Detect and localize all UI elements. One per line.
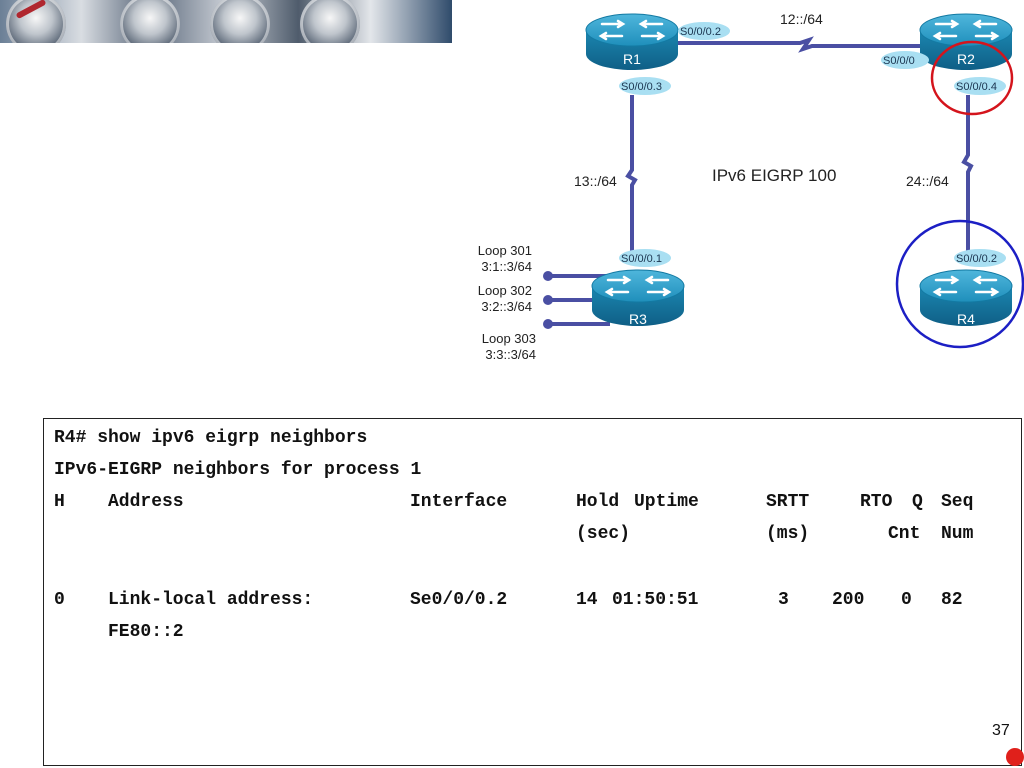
r4-interface-s0002: S0/0/0.2 [956, 253, 997, 265]
router-r4-label: R4 [957, 311, 975, 327]
banner-disc [210, 0, 270, 43]
highlight-r2-interface [930, 40, 1014, 116]
interface-badges [619, 22, 1006, 267]
col-header-cnt: Cnt [888, 524, 921, 544]
link-label-r2-r4: 24::/64 [906, 173, 949, 189]
header-banner-image [0, 0, 452, 43]
router-r2-label: R2 [957, 51, 975, 67]
col-header-hold: Hold [576, 492, 620, 512]
banner-disc [300, 0, 360, 43]
col-header-address: Address [108, 492, 184, 512]
r2-interface-s000: S0/0/0 [883, 55, 915, 67]
link-label-r1-r2: 12::/64 [780, 11, 823, 27]
cli-process-line: IPv6-EIGRP neighbors for process 1 [54, 460, 422, 480]
col-header-interface: Interface [410, 492, 508, 512]
highlight-r4-router [895, 219, 1024, 349]
row-q: 0 [901, 590, 912, 610]
banner-disc [120, 0, 180, 43]
col-header-q: Q [912, 492, 923, 512]
row-seq: 82 [941, 590, 963, 610]
loopback-303-address: 3:3::3/64 [485, 347, 536, 362]
link-r1-r2 [676, 36, 920, 53]
r2-interface-s0004: S0/0/0.4 [956, 81, 997, 93]
loopback-lines [548, 274, 610, 326]
col-header-uptime: Uptime [634, 492, 699, 512]
col-header-rto: RTO [860, 492, 893, 512]
cli-command: R4# show ipv6 eigrp neighbors [54, 428, 368, 448]
r1-interface-s0003: S0/0/0.3 [621, 81, 662, 93]
col-header-sec: (sec) [576, 524, 631, 544]
network-topology-diagram: R1 R2 R3 R4 S0/0/0.2 S0/0/0.3 S0/0/0 S0/… [478, 11, 1024, 362]
loopback-301-name: Loop 301 [478, 243, 532, 258]
row-uptime: 01:50:51 [612, 590, 699, 610]
eigrp-process-title: IPv6 EIGRP 100 [712, 166, 836, 185]
row-hold: 14 [576, 590, 598, 610]
router-r3-label: R3 [629, 311, 647, 327]
loopback-endpoint [543, 271, 553, 281]
page-number: 37 [992, 722, 1010, 739]
slide-marker-dot [1006, 748, 1024, 766]
row-h: 0 [54, 590, 65, 610]
loopback-302-name: Loop 302 [478, 283, 532, 298]
link-label-r1-r3: 13::/64 [574, 173, 617, 189]
r1-interface-s0002: S0/0/0.2 [680, 26, 721, 38]
col-header-ms: (ms) [766, 524, 810, 544]
link-r1-r3 [625, 95, 638, 258]
loopback-endpoint [543, 295, 553, 305]
row-rto: 200 [832, 590, 865, 610]
r3-interface-s0001: S0/0/0.1 [621, 253, 662, 265]
row-address-value: FE80::2 [108, 622, 184, 642]
col-header-num: Num [941, 524, 974, 544]
loopback-302-address: 3:2::3/64 [481, 299, 532, 314]
row-srtt: 3 [778, 590, 789, 610]
loopback-301-address: 3:1::3/64 [481, 259, 532, 274]
loopback-303-name: Loop 303 [482, 331, 536, 346]
link-r2-r4 [961, 95, 974, 258]
col-header-srtt: SRTT [766, 492, 810, 512]
cli-output-box: R4# show ipv6 eigrp neighbors IPv6-EIGRP… [43, 418, 1022, 766]
loopback-endpoint [543, 319, 553, 329]
router-r1-label: R1 [623, 51, 641, 67]
col-header-seq: Seq [941, 492, 974, 512]
row-address: Link-local address: [108, 590, 314, 610]
row-interface: Se0/0/0.2 [410, 590, 508, 610]
col-header-h: H [54, 492, 65, 512]
